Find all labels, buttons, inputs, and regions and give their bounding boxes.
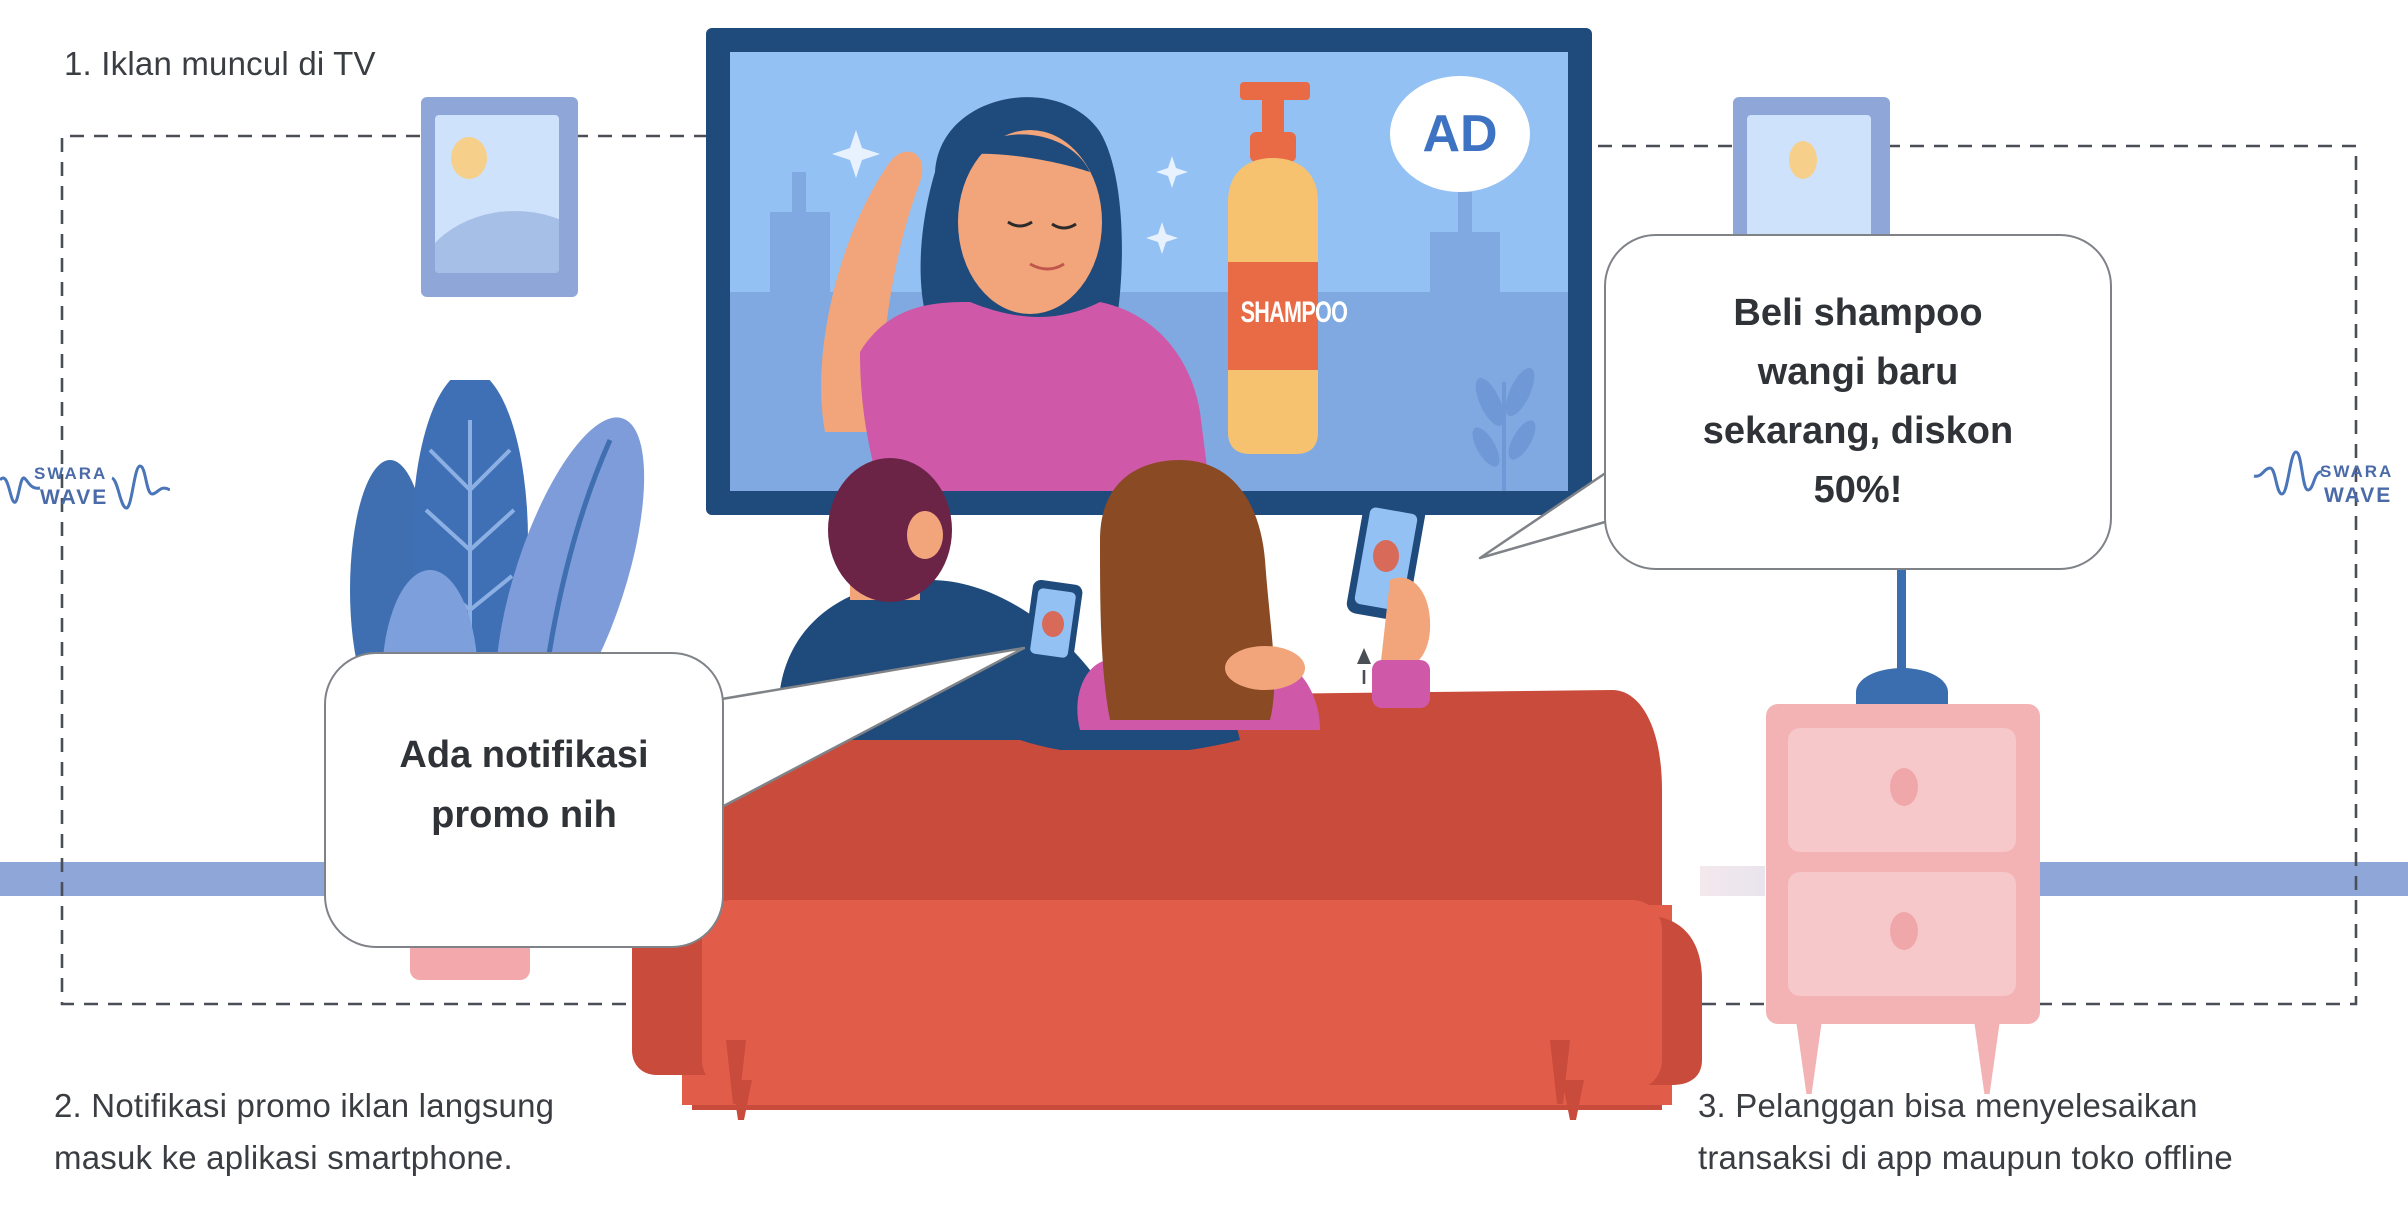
- swarawave-logo-left: SWARA WAVE: [0, 450, 170, 520]
- wall-picture-right: [1733, 97, 1890, 247]
- phone-notification-speech-bubble: Ada notifikasi promo nih: [324, 652, 724, 948]
- wall-stripe-right: [2040, 862, 2408, 896]
- couple-illustration: [780, 458, 1431, 750]
- tv-frame: AD SHAMPOO: [706, 28, 1592, 515]
- tv-ad-bubble-text: Beli shampoo wangi baru sekarang, diskon…: [1702, 292, 2014, 511]
- sofa-illustration: [632, 690, 1702, 1120]
- step-2-line-2: masuk ke aplikasi smartphone.: [54, 1139, 513, 1176]
- logo-text-line2: WAVE: [40, 486, 109, 509]
- sun-icon: [1789, 141, 1817, 179]
- step-3-line-2: transaksi di app maupun toko offline: [1698, 1139, 2233, 1176]
- drawer-knob: [1890, 912, 1918, 950]
- drawer-top: [1788, 728, 2016, 852]
- sun-icon: [451, 137, 487, 179]
- drawer-bottom: [1788, 872, 2016, 996]
- logo-text-line1: SWARA: [2320, 462, 2394, 481]
- wall-stripe-faded: [1700, 866, 1765, 896]
- step-2-line-1: 2. Notifikasi promo iklan langsung: [54, 1087, 555, 1124]
- tv-ad-illustration: [730, 76, 1568, 491]
- picture-left-inner: [435, 115, 559, 273]
- logo-text-line1: SWARA: [34, 464, 108, 483]
- step-2-label: 2. Notifikasi promo iklan langsung masuk…: [54, 1080, 554, 1184]
- ad-badge: AD: [1422, 105, 1498, 163]
- lamp-stem: [1897, 570, 1906, 682]
- step-1-label: 1. Iklan muncul di TV: [64, 45, 376, 82]
- swarawave-logo-right: SWARA WAVE: [2252, 450, 2408, 520]
- wall-stripe-left: [0, 862, 330, 896]
- wave-icon: [0, 464, 170, 510]
- drawer-knob: [1890, 768, 1918, 806]
- step-3-line-1: 3. Pelanggan bisa menyelesaikan: [1698, 1087, 2198, 1124]
- tv-ad-speech-bubble: Beli shampoo wangi baru sekarang, diskon…: [1604, 234, 2112, 570]
- logo-text-line2: WAVE: [2324, 484, 2393, 507]
- picture-right-inner: [1747, 115, 1871, 247]
- step-3-label: 3. Pelanggan bisa menyelesaikan transaks…: [1698, 1080, 2233, 1184]
- phone-notification-bubble-text: Ada notifikasi promo nih: [399, 734, 649, 836]
- wall-picture-left: [421, 97, 578, 297]
- nightstand: [1766, 704, 2040, 1024]
- wave-icon: [2253, 450, 2323, 496]
- tv-screen: AD SHAMPOO: [730, 52, 1568, 491]
